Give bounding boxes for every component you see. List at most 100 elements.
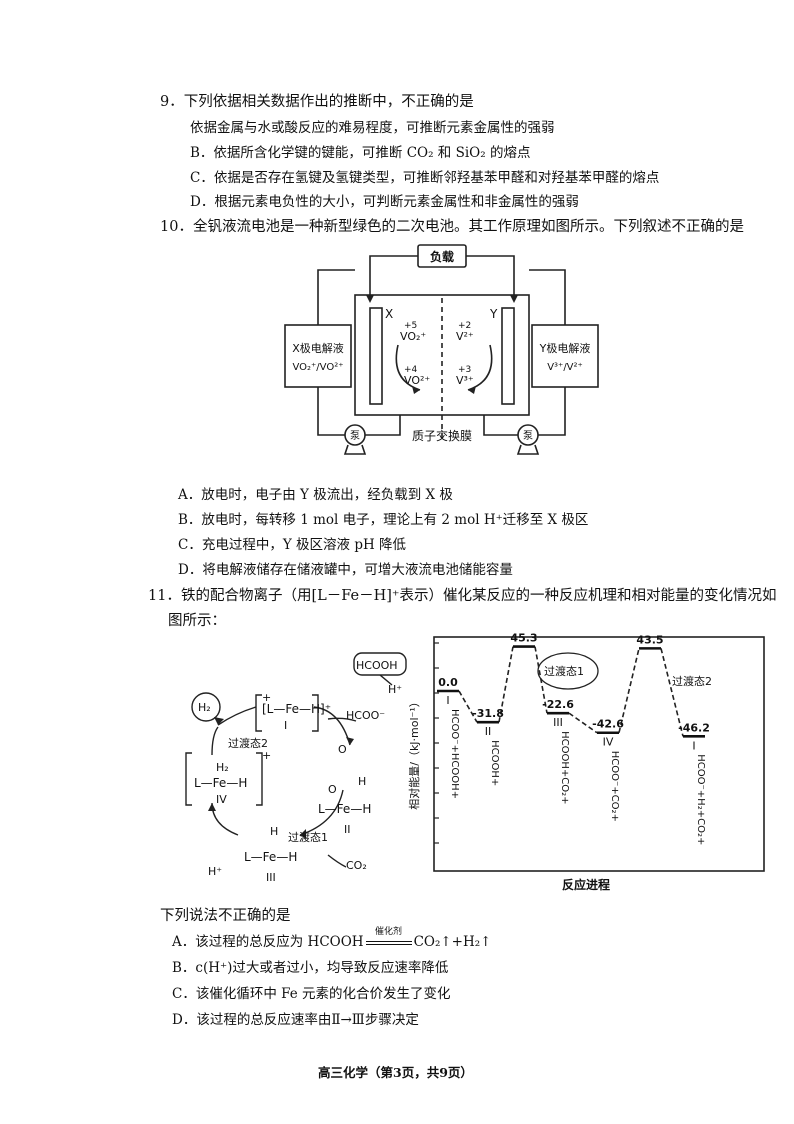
electrode-y: [501, 307, 515, 405]
q9-option-d: D．根据元素电负性的大小，可判断元素金属性和非金属性的强弱: [190, 194, 579, 210]
energy-connector: [498, 646, 514, 723]
energy-connector: [660, 648, 684, 737]
right-tank-line2: V³⁺/V²⁺: [547, 362, 583, 373]
cycle-h2-label: H₂: [198, 701, 211, 714]
energy-connector: [618, 648, 640, 733]
q10-option-b: B．放电时，每转移 1 mol 电子，理论上有 2 mol H⁺迁移至 X 极区: [178, 512, 589, 528]
energy-species-label: HCOO⁻+CO₂+: [609, 751, 620, 822]
battery-diagram: 负载 X极电解液 VO₂⁺/VO²⁺ Y极电解液 V³⁺/V²⁺ X Y +5 …: [284, 244, 599, 455]
energy-value-label: 43.5: [636, 633, 663, 646]
vo2plus-label: VO₂⁺: [400, 330, 426, 343]
species-2-o-top: O: [338, 743, 347, 756]
energy-x-label: 反应进程: [562, 877, 610, 892]
catalytic-cycle: H₂ HCOOH H⁺ HCOO⁻ [L—Fe—H]⁺ I 过渡态2 H₂ L—…: [185, 652, 407, 884]
species-2-num: II: [344, 823, 351, 836]
q9-option-b: B．依据所含化学键的键能，可推断 CO₂ 和 SiO₂ 的熔点: [190, 145, 531, 161]
arrow-2-to-3: [299, 789, 344, 836]
ts1-circle: [537, 652, 599, 690]
q11-prompt: 下列说法不正确的是: [160, 908, 291, 924]
energy-value-label: -42.6: [592, 718, 624, 731]
left-tank-line1: X极电解液: [292, 341, 344, 355]
species-1-num: I: [284, 719, 287, 732]
species-2: L—Fe—H: [318, 802, 371, 816]
load-label: 负载: [430, 249, 454, 264]
energy-frame: [433, 636, 765, 872]
v3p-label: V³⁺: [456, 374, 474, 387]
cycle-ts1-label: 过渡态1: [288, 830, 328, 844]
right-tank: [531, 324, 599, 388]
membrane-label: 质子交换膜: [412, 428, 472, 443]
electrode-x-label: X: [385, 307, 393, 321]
pump-right: [517, 424, 539, 446]
vo2p-label: VO²⁺: [404, 374, 430, 387]
pump-left: [344, 424, 366, 446]
energy-roman-label: II: [485, 725, 492, 738]
arrow-1-to-4: [217, 706, 257, 726]
energy-species-label: HCOOH+CO₂+: [559, 731, 570, 804]
cycle-ts2-label: 过渡态2: [228, 736, 268, 750]
cycle-co2-label: CO₂: [346, 859, 367, 872]
catalyst-label: 催化剂: [375, 927, 403, 937]
energy-value-label: -31.8: [472, 707, 504, 720]
energy-value-label: -46.2: [678, 721, 710, 734]
energy-roman-label: I: [446, 694, 449, 707]
species-3: L—Fe—H: [244, 850, 297, 864]
q9-stem: 9．下列依据相关数据作出的推断中，不正确的是: [160, 94, 474, 110]
cycle-hcoo-label: HCOO⁻: [346, 709, 385, 722]
q11-option-c: C．该催化循环中 Fe 元素的化合价发生了变化: [172, 986, 451, 1002]
q11-stem-line2: 图所示：: [168, 613, 226, 629]
y-axis-ticks: [434, 642, 439, 844]
electrode-y-label: Y: [489, 307, 498, 321]
energy-roman-label: IV: [603, 736, 614, 749]
cycle-hplus-bottom: H⁺: [208, 865, 222, 878]
q11-option-b: B．c(H⁺)过大或者过小，均导致反应速率降低: [172, 960, 449, 976]
energy-roman-label: III: [553, 716, 563, 729]
species-4-num: IV: [216, 793, 227, 806]
energy-species-label: HCOO⁻+HCOOH+: [449, 709, 460, 799]
energy-connector: [568, 712, 598, 734]
h2-circle: [191, 692, 221, 722]
q9-option-a: 依据金属与水或酸反应的难易程度，可推断元素金属性的强弱: [190, 120, 555, 136]
energy-species-label: HCOO⁻+H₂+CO₂+: [695, 754, 706, 845]
energy-y-label: 相对能量/（kJ·mol⁻¹）: [407, 696, 421, 810]
q11-option-a-pre: A．该过程的总反应为 HCOOH: [172, 934, 364, 950]
cycle-hplus-top: H⁺: [388, 683, 402, 696]
energy-value-label: 45.3: [510, 633, 537, 645]
species-4: L—Fe—H: [194, 776, 247, 790]
q10-option-c: C．充电过程中，Y 极区溶液 pH 降低: [178, 537, 407, 553]
energy-species-label: HCOOH+: [489, 740, 500, 786]
pump-right-label: 泵: [523, 430, 533, 442]
v2p-label: V²⁺: [456, 330, 474, 343]
arrow-3-to-4: [211, 802, 239, 836]
species-3-num: III: [266, 871, 276, 884]
cycle-plus-1: +: [262, 691, 271, 704]
arrow-4-to-1: [211, 726, 219, 756]
cycle-plus-4: +: [262, 749, 271, 762]
ox-plus2: +2: [458, 321, 471, 331]
catalyst-arrow: 催化剂: [364, 927, 414, 950]
q11-stem-line1: 11．铁的配合物离子（用[L－Fe－H]⁺表示）催化某反应的一种反应机理和相对能…: [148, 588, 777, 604]
energy-roman-label: I: [692, 739, 695, 752]
ox-plus5: +5: [404, 321, 417, 331]
ox-plus3: +3: [458, 365, 471, 375]
energy-value-label: -22.6: [542, 698, 574, 711]
energy-value-label: 0.0: [438, 676, 458, 689]
energy-connector: [458, 690, 478, 723]
species-4-h2: H₂: [216, 761, 229, 774]
species-2-o-bottom: O: [328, 783, 337, 796]
q11-option-d: D．该过程的总反应速率由Ⅱ→Ⅲ步骤决定: [172, 1012, 419, 1028]
q10-option-d: D．将电解液储存在储液罐中，可增大液流电池储能容量: [178, 562, 513, 578]
species-1: [L—Fe—H]⁺: [262, 702, 331, 716]
q10-stem: 10．全钒液流电池是一种新型绿色的二次电池。其工作原理如图所示。下列叙述不正确的…: [160, 219, 744, 235]
left-tank: [284, 324, 352, 388]
ox-plus4: +4: [404, 365, 418, 375]
energy-profile: 相对能量/（kJ·mol⁻¹） 反应进程 0.0IHCOO⁻+HCOOH+-31…: [407, 633, 765, 892]
species-2-h: H: [358, 775, 366, 788]
energy-ts1-label: 过渡态1: [544, 664, 584, 678]
electrode-x: [369, 307, 383, 405]
q10-option-a: A．放电时，电子由 Y 极流出，经负载到 X 极: [178, 487, 453, 503]
species-3-h: H: [270, 825, 278, 838]
energy-ts2-label: 过渡态2: [672, 674, 712, 688]
left-tank-line2: VO₂⁺/VO²⁺: [292, 362, 343, 373]
